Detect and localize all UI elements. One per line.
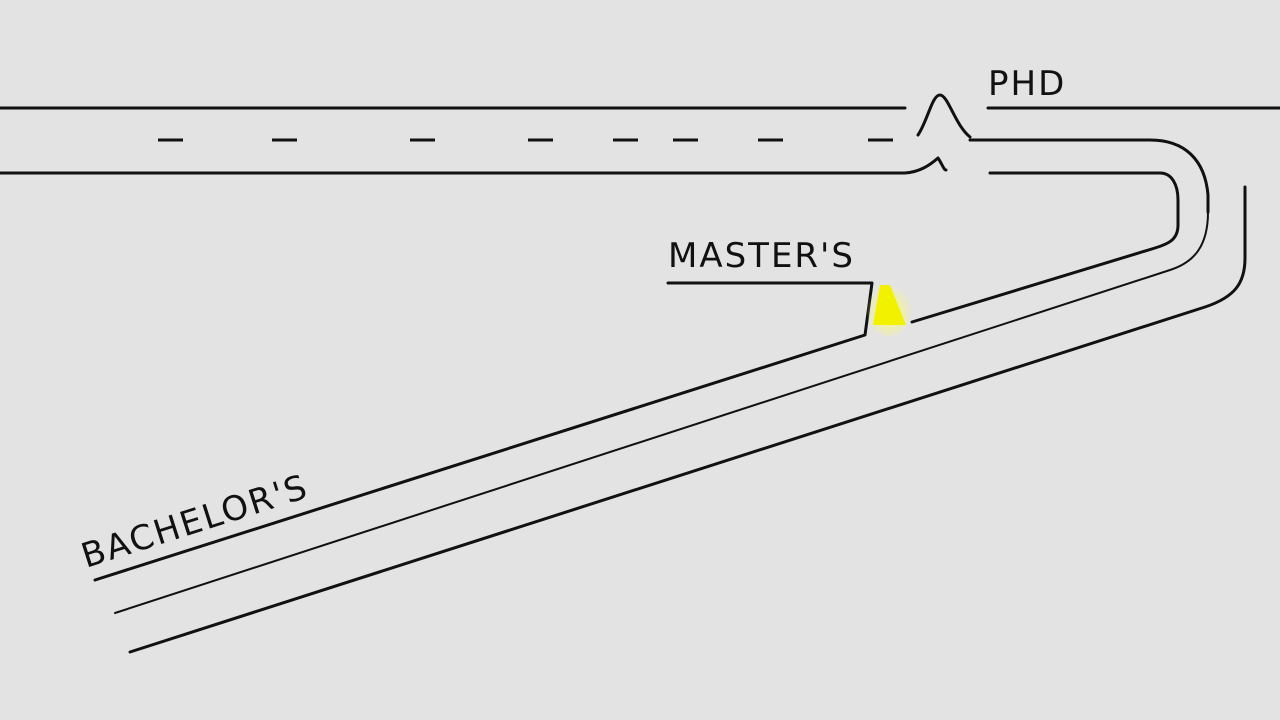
masters-marker [873,285,906,325]
uturn-inner-track [910,171,1180,324]
phd-label: PHD [988,64,1066,104]
masters-label: MASTER'S [668,236,855,276]
top-road-lower-edge [0,156,948,175]
uturn-outer-track [968,138,1210,214]
diagonal-center-line [114,211,1209,614]
phd-bump [916,93,972,139]
diagonal-lower-edge [128,185,1247,654]
